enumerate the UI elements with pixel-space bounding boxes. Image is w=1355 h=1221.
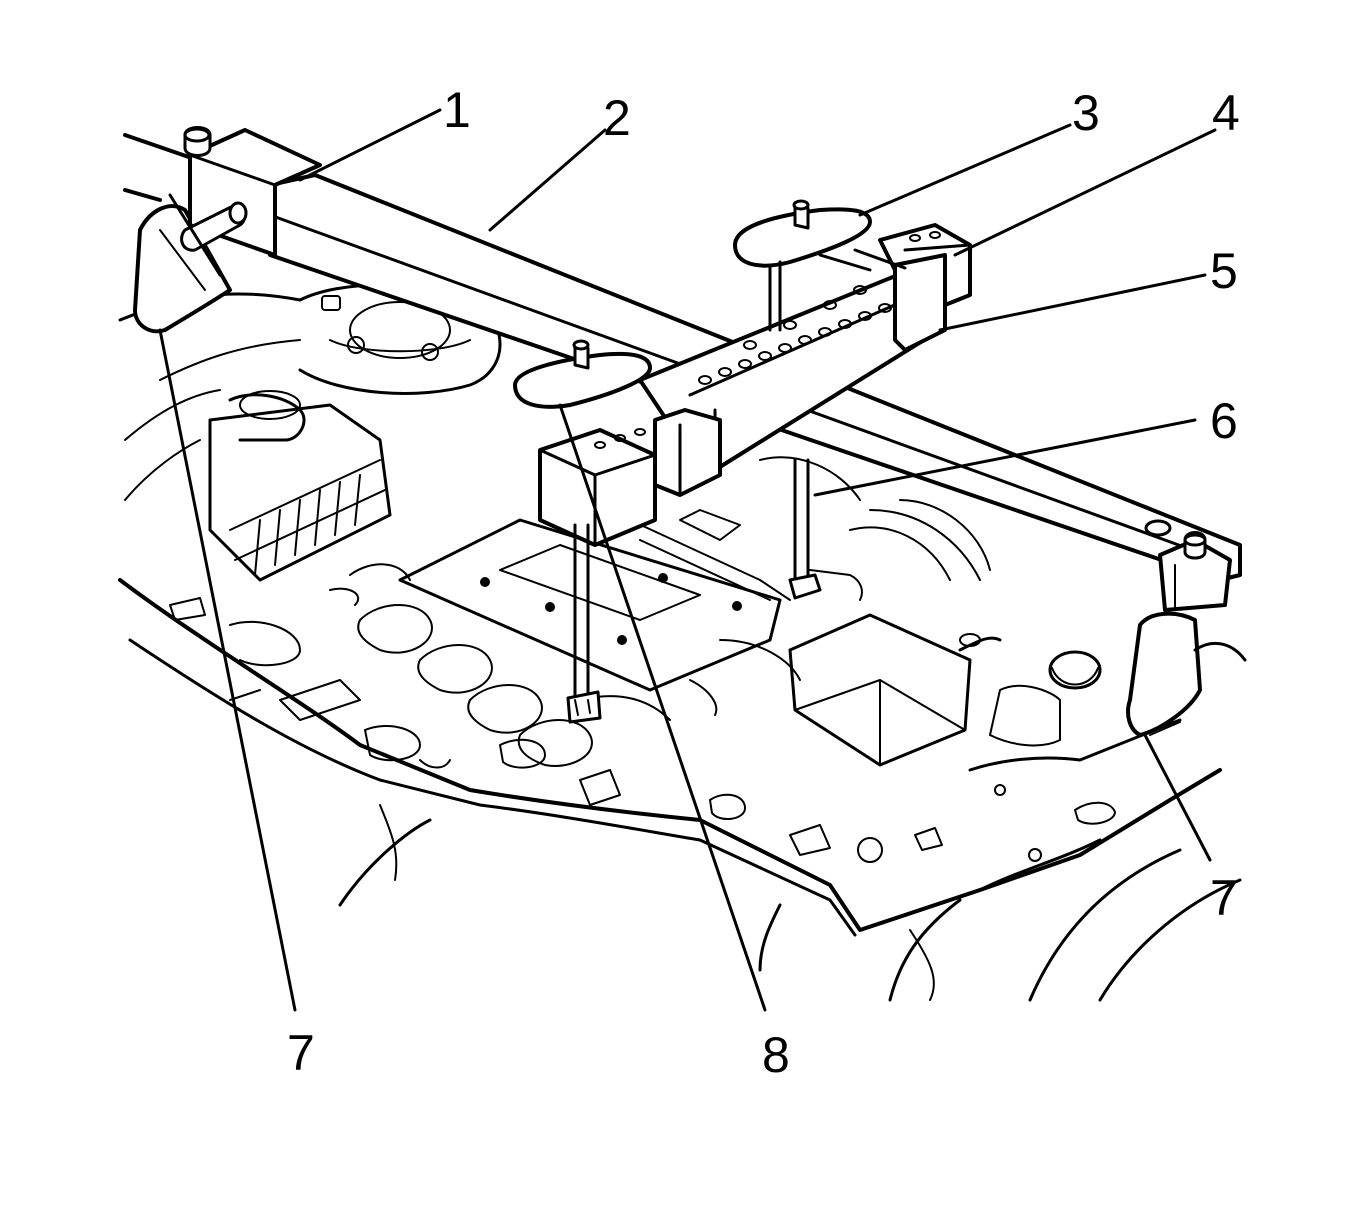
callout-3: 3: [1072, 85, 1100, 141]
callout-4: 4: [1212, 85, 1240, 141]
callout-7-left: 7: [287, 1025, 315, 1081]
fender-pad-right: [1126, 611, 1247, 737]
adjuster-knob-left: [513, 339, 652, 409]
fender-pad-left: [133, 204, 232, 334]
callout-1: 1: [443, 82, 471, 138]
callout-2: 2: [603, 90, 631, 146]
callout-7-right: 7: [1210, 870, 1238, 926]
cross-bar-holes: [698, 285, 892, 385]
callout-8: 8: [762, 1027, 790, 1083]
hook-rod-right: [788, 458, 822, 600]
cross-bar: [538, 223, 972, 547]
callout-5: 5: [1210, 243, 1238, 299]
adjuster-knob-right: [733, 199, 872, 332]
hook-rod-left: [566, 523, 602, 724]
callout-6: 6: [1210, 393, 1238, 449]
callout-leaders: [158, 108, 1217, 1012]
callout-labels: 1 2 3 4 5 6 7 7 8: [287, 82, 1240, 1083]
